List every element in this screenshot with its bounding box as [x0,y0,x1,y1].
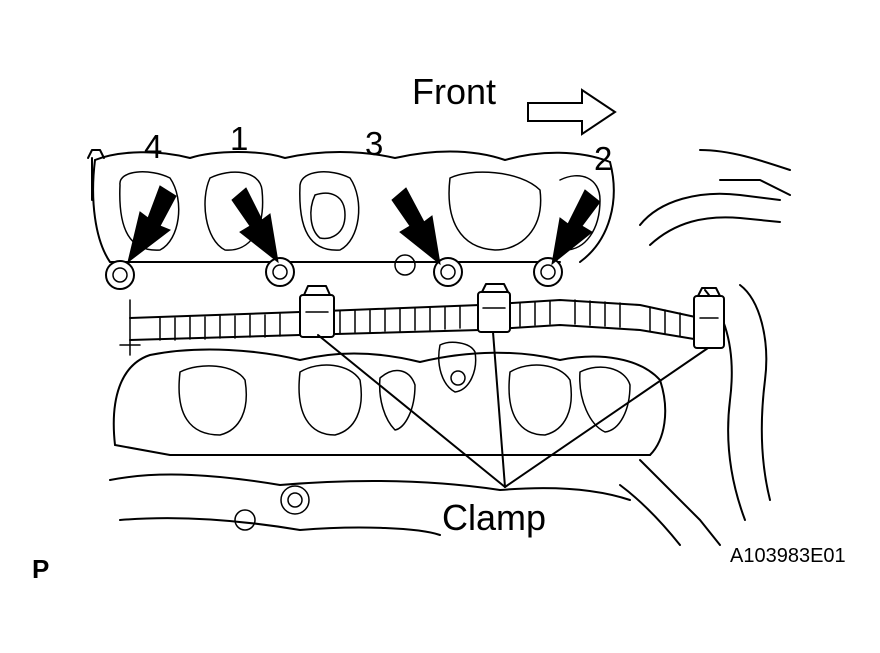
bolt-number-4: 4 [144,128,162,165]
bolt-number-3: 3 [365,125,383,162]
wire-harness [129,299,701,341]
engine-line-art [87,149,791,546]
clamp-left [299,285,335,338]
figure-id: A103983E01 [730,545,846,567]
bolt-number-2: 2 [594,140,612,177]
bolt-heads [105,254,563,290]
front-label: Front [412,71,496,112]
clamp-label: Clamp [442,497,546,538]
solid-pointer-arrow-icon [391,187,441,266]
front-arrow-icon [527,88,617,136]
solid-pointer-arrow-icon [551,189,601,266]
clamp-center [477,283,511,333]
solid-pointer-arrow-icon [127,185,177,264]
clamps [299,283,725,349]
solid-pointer-arrow-icon [231,187,279,264]
corner-mark: P [32,554,49,584]
bolt-number-1: 1 [230,120,248,157]
clamp-leader-lines [317,331,709,488]
clamp-right [693,287,725,349]
bolt-pointer-arrows [127,185,601,266]
